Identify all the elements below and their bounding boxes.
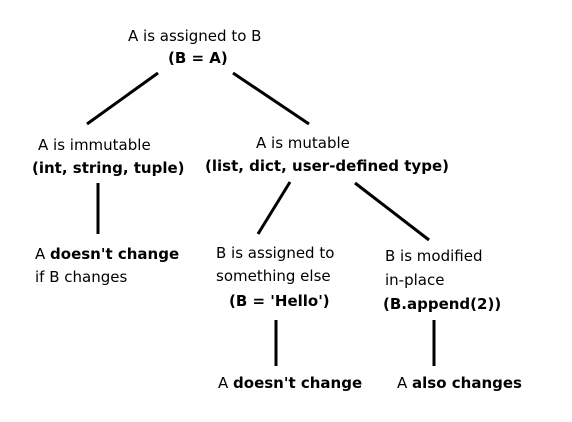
edge-root-to-mutable [232, 71, 310, 126]
modify-node-line2: in-place [385, 271, 445, 289]
edge-mutable-to-modify [354, 181, 430, 242]
edge-mutable-to-reassign [256, 181, 292, 235]
reassign-node-line1: B is assigned to [216, 244, 335, 262]
mutable-node-label: A is mutable [256, 134, 350, 152]
root-node-code: (B = A) [168, 49, 228, 67]
reassign-node-code: (B = 'Hello') [229, 292, 330, 310]
immutable-result-line2: if B changes [35, 268, 128, 286]
reassign-result: A doesn't change [218, 374, 363, 392]
immutable-node-label: A is immutable [38, 136, 151, 154]
modify-result: A also changes [397, 374, 522, 392]
reassign-node-line2: something else [216, 267, 331, 285]
mutable-node-types: (list, dict, user-defined type) [205, 157, 449, 175]
modify-node-line1: B is modified [385, 247, 483, 265]
modify-node-code: (B.append(2)) [383, 295, 502, 313]
immutable-result-line1: A doesn't change [35, 245, 180, 263]
immutable-node-types: (int, string, tuple) [32, 159, 185, 177]
root-node-label: A is assigned to B [128, 27, 262, 45]
edge-root-to-immutable [86, 71, 159, 126]
